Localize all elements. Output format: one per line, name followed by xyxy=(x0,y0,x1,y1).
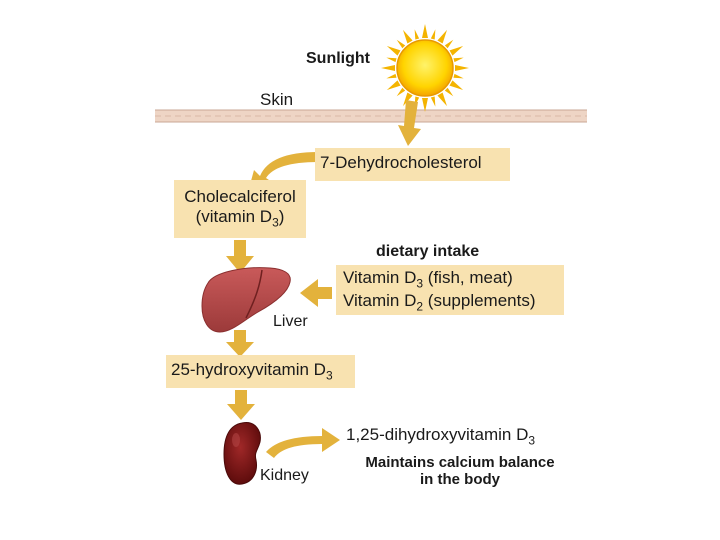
dehydrocholesterol-box: 7-Dehydrocholesterol xyxy=(315,148,510,181)
diet-line1-sub: 3 xyxy=(416,276,424,291)
subscript-3: 3 xyxy=(272,215,279,230)
sun-icon xyxy=(381,24,469,112)
diet-line1-prefix: Vitamin D xyxy=(343,268,417,287)
skin-label: Skin xyxy=(260,90,294,109)
diet-vitamin-d3-line: Vitamin D3 (fish, meat) xyxy=(343,268,564,291)
dietary-intake-box: Vitamin D3 (fish, meat) Vitamin D2 (supp… xyxy=(336,265,564,315)
arrow-sun-to-skin xyxy=(398,100,421,146)
hydroxyvitamin-box: 25-hydroxyvitamin D3 xyxy=(166,355,355,388)
dehydrocholesterol-text: 7-Dehydrocholesterol xyxy=(320,153,482,172)
kidney-label: Kidney xyxy=(260,467,309,484)
diet-vitamin-d2-line: Vitamin D2 (supplements) xyxy=(343,291,564,314)
cholecalciferol-box: Cholecalciferol (vitamin D3) xyxy=(174,180,306,238)
cholecalciferol-line2: (vitamin D3) xyxy=(174,207,306,230)
dihydroxyvitamin-label: 1,25-dihydroxyvitamin D3 xyxy=(346,425,535,448)
liver-label: Liver xyxy=(273,313,308,330)
dihydroxy-sub: 3 xyxy=(528,433,536,448)
hydroxyvitamin-text: 25-hydroxyvitamin D xyxy=(171,360,326,379)
skin-band xyxy=(155,109,587,123)
arrow-diet-to-liver xyxy=(300,279,332,307)
arrow-cholecalciferol-to-liver xyxy=(226,240,254,273)
arrow-kidney-to-dihydroxy xyxy=(266,428,340,458)
diet-line2-sub: 2 xyxy=(416,299,424,314)
calcium-line1: Maintains calcium balance xyxy=(365,454,555,471)
calcium-line2: in the body xyxy=(420,471,500,489)
diet-line2-prefix: Vitamin D xyxy=(343,290,417,310)
vitamin-d3-text: (vitamin D xyxy=(195,207,273,227)
liver-icon xyxy=(201,267,291,333)
dietary-intake-label: dietary intake xyxy=(376,243,480,260)
arrow-liver-to-hydroxy xyxy=(226,330,254,357)
hydroxyvitamin-sub: 3 xyxy=(325,368,333,383)
close-paren: ) xyxy=(278,207,285,227)
kidney-icon xyxy=(223,422,261,485)
dihydroxy-text: 1,25-dihydroxyvitamin D xyxy=(346,425,529,444)
calcium-balance-label: Maintains calcium balance in the body xyxy=(340,454,580,489)
arrow-hydroxy-to-kidney xyxy=(227,390,255,420)
diet-line2-suffix: (supplements) xyxy=(423,290,536,310)
cholecalciferol-line1: Cholecalciferol xyxy=(184,187,296,206)
diet-line1-suffix: (fish, meat) xyxy=(423,268,513,287)
sunlight-label: Sunlight xyxy=(306,50,370,67)
